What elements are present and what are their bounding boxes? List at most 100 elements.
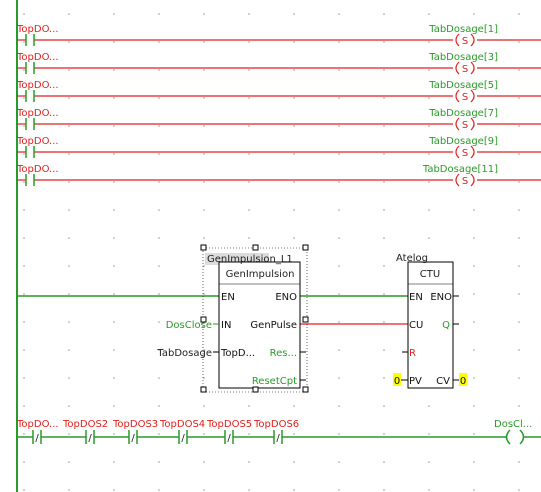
gen-handle-tc[interactable] <box>252 244 259 251</box>
ctu-cv-const[interactable]: 0 <box>460 376 466 387</box>
grid-dot <box>68 489 70 491</box>
grid-dot <box>68 377 70 379</box>
grid-dot <box>203 69 205 71</box>
grid-dot <box>383 69 385 71</box>
contact-no[interactable] <box>25 174 35 186</box>
contact-nc[interactable]: / <box>224 430 234 444</box>
grid-dot <box>338 293 340 295</box>
gen-handle-tr[interactable] <box>302 244 309 251</box>
grid-dot <box>473 13 475 15</box>
ctu-type-name: CTU <box>420 269 440 280</box>
grid-dot <box>158 125 160 127</box>
ctu-pv-const[interactable]: 0 <box>394 376 400 387</box>
contact-gap <box>274 430 282 444</box>
gen-pin-eno: ENO <box>275 292 297 303</box>
grid-dot <box>428 153 430 155</box>
set-coil[interactable]: S <box>455 33 475 47</box>
coil-left-paren <box>455 145 460 159</box>
var-dosclose[interactable]: DosClose <box>166 320 212 331</box>
gen-handle-br[interactable] <box>302 386 309 393</box>
ctu-pin-cv: CV <box>436 376 450 387</box>
grid-dot <box>383 405 385 407</box>
gen-pin-genpulse: GenPulse <box>250 320 297 331</box>
grid-dot <box>23 125 25 127</box>
contact-nc[interactable]: / <box>178 430 188 444</box>
grid-dot <box>383 265 385 267</box>
grid-dot <box>203 405 205 407</box>
grid-dot <box>203 153 205 155</box>
gen-handle-ml[interactable] <box>200 316 207 323</box>
var-tabdosage[interactable]: TabDosage <box>156 348 212 359</box>
grid-dot <box>293 237 295 239</box>
grid-dot <box>338 489 340 491</box>
gen-handle-bc[interactable] <box>252 386 259 393</box>
coil-label: TabDosage[7] <box>428 108 498 119</box>
grid-dot <box>428 461 430 463</box>
grid-dot <box>203 41 205 43</box>
contact-label: TopDO... <box>16 164 59 175</box>
ctu-pin-pv: PV <box>409 376 422 387</box>
grid-dot <box>113 489 115 491</box>
grid-dot <box>158 265 160 267</box>
contact-no[interactable] <box>25 90 35 102</box>
ctu-block[interactable]: Atelog CTU EN ENO CU Q R PV CV 0 0 <box>393 253 467 389</box>
grid-dot <box>68 321 70 323</box>
grid-dot <box>473 405 475 407</box>
ctu-pin-r: R <box>409 348 416 359</box>
set-coil[interactable]: S <box>455 117 475 131</box>
grid-dot <box>293 153 295 155</box>
gen-handle-mr[interactable] <box>302 316 309 323</box>
grid-dot <box>113 153 115 155</box>
grid-dot <box>248 489 250 491</box>
set-coil[interactable]: S <box>455 145 475 159</box>
grid-dot <box>68 237 70 239</box>
coil-right-paren <box>519 429 525 445</box>
grid-dot <box>518 41 520 43</box>
grid-dot <box>113 181 115 183</box>
contact-label: TopDO... <box>16 136 59 147</box>
coil-right-paren <box>470 89 475 103</box>
grid-dot <box>203 489 205 491</box>
gen-handle-tl[interactable] <box>200 244 207 251</box>
grid-dot <box>473 321 475 323</box>
grid-dot <box>428 405 430 407</box>
ctu-pin-q: Q <box>442 320 450 331</box>
contact-no[interactable] <box>25 34 35 46</box>
output-coil[interactable] <box>505 429 525 445</box>
coil-left-paren <box>455 117 460 131</box>
set-coil[interactable]: S <box>455 89 475 103</box>
ctu-pin-en: EN <box>409 292 423 303</box>
contact-nc[interactable]: / <box>32 430 42 444</box>
grid-dot <box>248 153 250 155</box>
coil-right-paren <box>470 145 475 159</box>
grid-dot <box>113 13 115 15</box>
contact-no[interactable] <box>25 146 35 158</box>
gen-pin-topd: TopD... <box>220 348 255 359</box>
contact-no[interactable] <box>25 118 35 130</box>
grid-dot <box>68 405 70 407</box>
grid-dot <box>473 349 475 351</box>
grid-dot <box>68 153 70 155</box>
grid-dot <box>383 377 385 379</box>
grid-dot <box>113 125 115 127</box>
set-coil[interactable]: S <box>455 61 475 75</box>
grid-dot <box>203 237 205 239</box>
contact-no[interactable] <box>25 62 35 74</box>
contact-nc[interactable]: / <box>273 430 283 444</box>
grid-dot <box>338 209 340 211</box>
grid-dot <box>23 293 25 295</box>
grid-dot <box>158 41 160 43</box>
contact-negation-mark: / <box>276 433 280 444</box>
grid-dot <box>338 321 340 323</box>
contact-nc[interactable]: / <box>85 430 95 444</box>
grid-dot <box>23 321 25 323</box>
set-coil[interactable]: S <box>455 173 475 187</box>
grid-dot <box>518 69 520 71</box>
gen-handle-bl[interactable] <box>200 386 207 393</box>
coil-label: TabDosage[11] <box>422 164 498 175</box>
coil-label: TabDosage[3] <box>428 52 498 63</box>
grid-dot <box>518 13 520 15</box>
genimpulsion-block[interactable]: GenImpulsion_L1 GenImpulsion EN ENO IN G… <box>200 244 309 393</box>
contact-nc[interactable]: / <box>128 430 138 444</box>
grid-dot <box>158 69 160 71</box>
